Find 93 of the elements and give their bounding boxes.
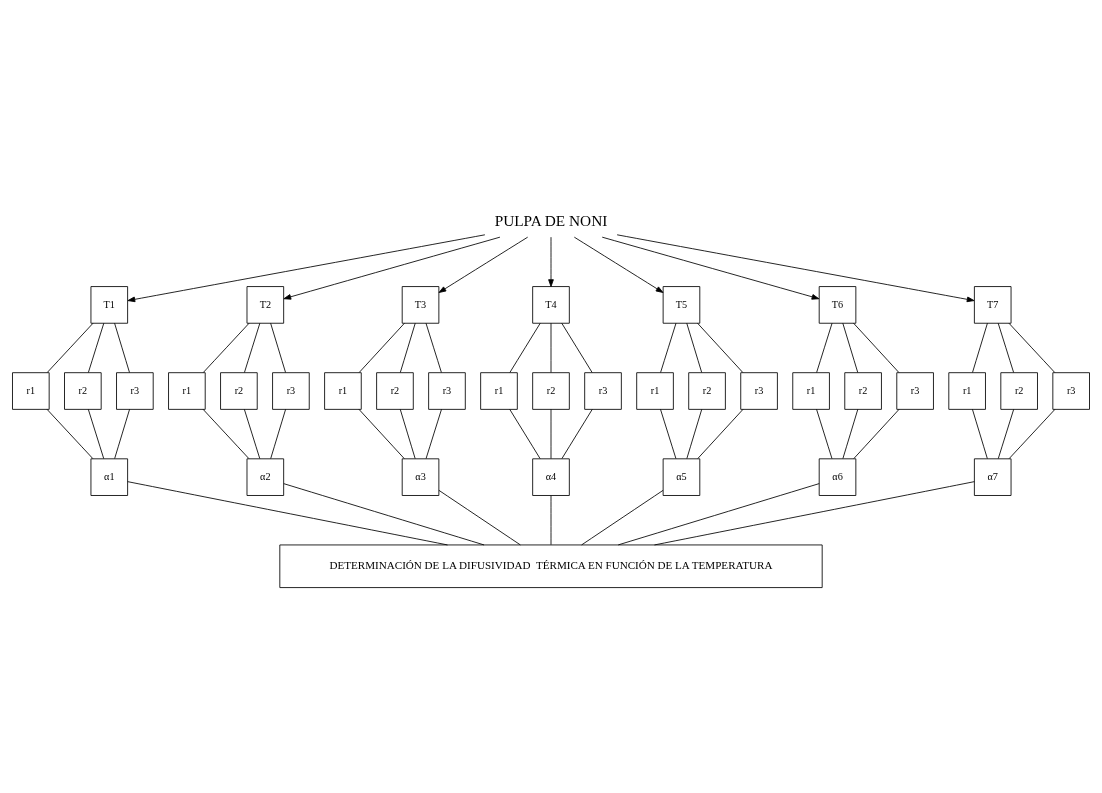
connector bbox=[202, 322, 250, 373]
node-box: α4 bbox=[532, 457, 570, 496]
node-box: r1 bbox=[324, 371, 362, 410]
node-box: r2 bbox=[532, 371, 570, 410]
connector bbox=[697, 408, 744, 459]
connector bbox=[358, 322, 405, 373]
connector bbox=[358, 408, 405, 459]
node-box: T2 bbox=[246, 285, 285, 324]
node-box: r1 bbox=[12, 371, 50, 410]
connector bbox=[972, 322, 988, 373]
connector bbox=[270, 408, 287, 459]
node-box: r1 bbox=[948, 371, 986, 410]
node-box: T6 bbox=[818, 285, 857, 324]
connector bbox=[202, 408, 250, 459]
arrow bbox=[127, 233, 486, 302]
connector bbox=[816, 322, 833, 373]
connector bbox=[283, 482, 485, 545]
connector bbox=[816, 408, 833, 459]
connector bbox=[997, 408, 1015, 459]
connector bbox=[270, 322, 286, 373]
connector bbox=[561, 408, 593, 459]
connector bbox=[399, 408, 416, 459]
node-box: T4 bbox=[532, 285, 570, 324]
node-box: r2 bbox=[1000, 371, 1038, 410]
connector bbox=[425, 408, 442, 459]
arrow bbox=[573, 236, 664, 293]
connector bbox=[686, 408, 703, 459]
node-box: T1 bbox=[90, 285, 129, 324]
connector bbox=[853, 408, 900, 459]
connector bbox=[853, 322, 900, 373]
arrow bbox=[548, 236, 554, 287]
connector bbox=[509, 322, 541, 373]
connector bbox=[697, 322, 744, 373]
node-box: α1 bbox=[90, 457, 129, 496]
connector bbox=[46, 322, 94, 373]
connector bbox=[438, 489, 521, 545]
connector bbox=[399, 322, 416, 373]
connector bbox=[114, 408, 130, 459]
node-box: r2 bbox=[220, 371, 258, 410]
node-box: r1 bbox=[636, 371, 674, 410]
connector bbox=[997, 322, 1015, 373]
node-box: DETERMINACIÓN DE LA DIFUSIVIDAD TÉRMICA EN FUNCIÓN DE LA TEMPERATURA bbox=[279, 544, 823, 588]
connector bbox=[127, 480, 448, 545]
connector bbox=[842, 408, 859, 459]
node-box: α2 bbox=[246, 457, 285, 496]
node-box: α3 bbox=[401, 457, 440, 496]
node-box: r2 bbox=[844, 371, 882, 410]
arrow bbox=[283, 236, 501, 300]
connector bbox=[654, 480, 975, 545]
connector bbox=[842, 322, 859, 373]
connector bbox=[581, 489, 664, 545]
connector bbox=[425, 322, 442, 373]
arrow bbox=[601, 236, 820, 300]
node-box: r3 bbox=[428, 371, 466, 410]
connector bbox=[87, 322, 105, 373]
node-box: r1 bbox=[792, 371, 830, 410]
connector bbox=[617, 482, 820, 545]
node-box: r3 bbox=[272, 371, 310, 410]
node-box: r3 bbox=[896, 371, 934, 410]
connector bbox=[550, 494, 552, 545]
connector bbox=[1008, 408, 1056, 459]
node-box: r3 bbox=[740, 371, 778, 410]
node-box: α5 bbox=[662, 457, 701, 496]
node-box: r1 bbox=[480, 371, 518, 410]
connector bbox=[244, 322, 261, 373]
connector bbox=[660, 322, 677, 373]
node-box: r3 bbox=[116, 371, 154, 410]
arrow bbox=[438, 236, 529, 293]
node-box: T5 bbox=[662, 285, 701, 324]
node-box: r2 bbox=[376, 371, 414, 410]
node-box: r1 bbox=[168, 371, 206, 410]
connector bbox=[686, 322, 703, 373]
connector bbox=[46, 408, 94, 459]
connector bbox=[972, 408, 988, 459]
node-text: PULPA DE NONI bbox=[494, 211, 608, 229]
connector bbox=[1008, 322, 1056, 373]
connector bbox=[243, 408, 261, 459]
connector bbox=[660, 408, 677, 459]
connector bbox=[509, 408, 541, 459]
node-box: r2 bbox=[64, 371, 102, 410]
connector bbox=[561, 322, 593, 373]
arrow bbox=[616, 233, 975, 302]
connector bbox=[87, 408, 105, 459]
node-box: α7 bbox=[973, 457, 1012, 496]
connector bbox=[114, 322, 130, 373]
connector bbox=[550, 322, 552, 373]
node-box: α6 bbox=[818, 457, 857, 496]
node-box: r3 bbox=[584, 371, 622, 410]
node-box: T7 bbox=[973, 285, 1012, 324]
node-box: T3 bbox=[401, 285, 440, 324]
node-box: r3 bbox=[1052, 371, 1090, 410]
connector bbox=[550, 408, 552, 459]
node-box: r2 bbox=[688, 371, 726, 410]
